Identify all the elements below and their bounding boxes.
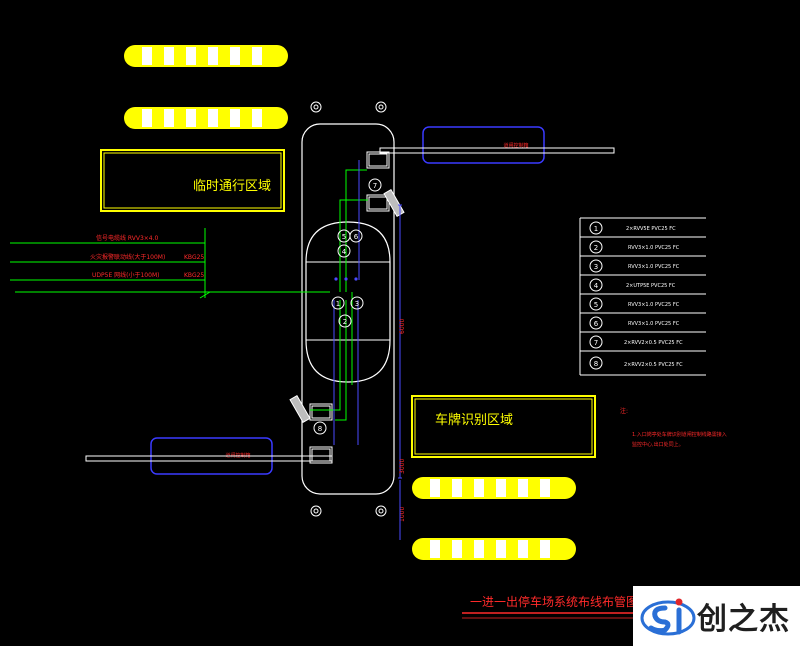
legend-spec-5: RVV3×1.0 PVC25 FC — [628, 302, 680, 308]
legend-spec-4: 2×UTP5E PVC25 FC — [626, 283, 676, 289]
camera-bottom — [289, 395, 311, 423]
island-num-6: 6 — [354, 233, 359, 241]
left-zone-box: 临时通行区域 — [100, 149, 285, 212]
legend-spec-2: RVV3×1.0 PVC25 FC — [628, 245, 680, 251]
legend-spec-7: 2×RVV2×0.5 PVC25 FC — [624, 340, 683, 346]
gate-machine-bottom — [309, 403, 333, 464]
cable-line-2-pipe: KBG25 — [184, 254, 204, 261]
island-num-2: 2 — [343, 318, 347, 326]
legend-num-7: 7 — [594, 339, 598, 347]
legend-spec-8: 2×RVV2×0.5 PVC25 FC — [624, 362, 683, 368]
speed-bump-top-1 — [124, 45, 288, 67]
island-num-5: 5 — [342, 233, 346, 241]
right-zone-box: 车牌识别区域 — [411, 395, 596, 458]
notes-line-1: 1.入口岗亭处车牌识别道闸控制线路需接入 — [632, 431, 727, 438]
notes-heading: 注: — [620, 407, 628, 415]
notes: 注: 1.入口岗亭处车牌识别道闸控制线路需接入 监控中心,出口处同上。 — [620, 407, 727, 448]
legend-num-4: 4 — [594, 282, 599, 290]
dimension-labels: 6000 3000 1000 — [399, 319, 406, 522]
legend-num-3: 3 — [594, 263, 598, 271]
legend-table: 1 2 3 4 5 6 7 8 2×RVV5E PVC25 FC RVV3×1.… — [579, 217, 706, 376]
barrier-arm-bottom — [85, 455, 333, 462]
barrier-arm-top — [379, 147, 615, 154]
legend-spec-3: RVV3×1.0 PVC25 FC — [628, 264, 680, 270]
legend-num-1: 1 — [594, 225, 598, 233]
legend-spec-1: 2×RVV5E PVC25 FC — [626, 226, 676, 232]
gate-box-top-label: 道闸控制箱 — [503, 142, 528, 149]
notes-line-2: 监控中心,出口处同上。 — [632, 441, 684, 448]
island-num-3: 3 — [355, 300, 359, 308]
island-num-8: 8 — [318, 425, 322, 433]
right-zone-label: 车牌识别区域 — [435, 412, 513, 428]
dim-6000: 6000 — [399, 319, 406, 334]
legend-num-5: 5 — [594, 301, 598, 309]
sj-logo-icon — [640, 598, 696, 636]
island-num-4: 4 — [342, 248, 347, 256]
blue-wiring — [333, 160, 402, 479]
cable-callouts: 信号电缆线 RVV3×4.0 火灾报警联动线(大于100M) KBG25 UDP… — [10, 228, 211, 299]
wire-dots — [334, 277, 358, 281]
speed-bump-bottom-1 — [412, 477, 576, 499]
gate-box-top: 道闸控制箱 — [422, 126, 545, 164]
legend-num-6: 6 — [594, 320, 599, 328]
dim-3000: 3000 — [399, 459, 406, 474]
green-wiring — [15, 169, 368, 421]
cable-line-3-pipe: KBG25 — [184, 272, 204, 279]
island-number-markers — [313, 178, 382, 435]
island-number-labels: 7 5 6 4 1 3 2 8 — [318, 182, 377, 433]
cable-line-2-text: 火灾报警联动线(大于100M) — [90, 253, 165, 261]
legend-spec-6: RVV3×1.0 PVC25 FC — [628, 321, 680, 327]
cable-line-3-text: UDP5E 网线(小于100M) — [92, 271, 159, 279]
cable-line-1-text: 信号电缆线 RVV3×4.0 — [96, 234, 159, 242]
watermark-text: 创之杰 — [697, 602, 790, 637]
island-num-1: 1 — [336, 300, 340, 308]
speed-bump-bottom-2 — [412, 538, 576, 560]
legend-num-8: 8 — [594, 360, 598, 368]
left-zone-label: 临时通行区域 — [193, 179, 271, 194]
legend-num-2: 2 — [594, 244, 598, 252]
island — [301, 101, 395, 517]
island-num-7: 7 — [373, 182, 377, 190]
dim-1000: 1000 — [399, 507, 406, 522]
speed-bump-top-2 — [124, 107, 288, 129]
watermark: 创之杰 — [633, 586, 800, 646]
drawing-title: 一进一出停车场系统布线布管图 — [470, 594, 638, 609]
title-block: 一进一出停车场系统布线布管图 — [462, 594, 640, 619]
